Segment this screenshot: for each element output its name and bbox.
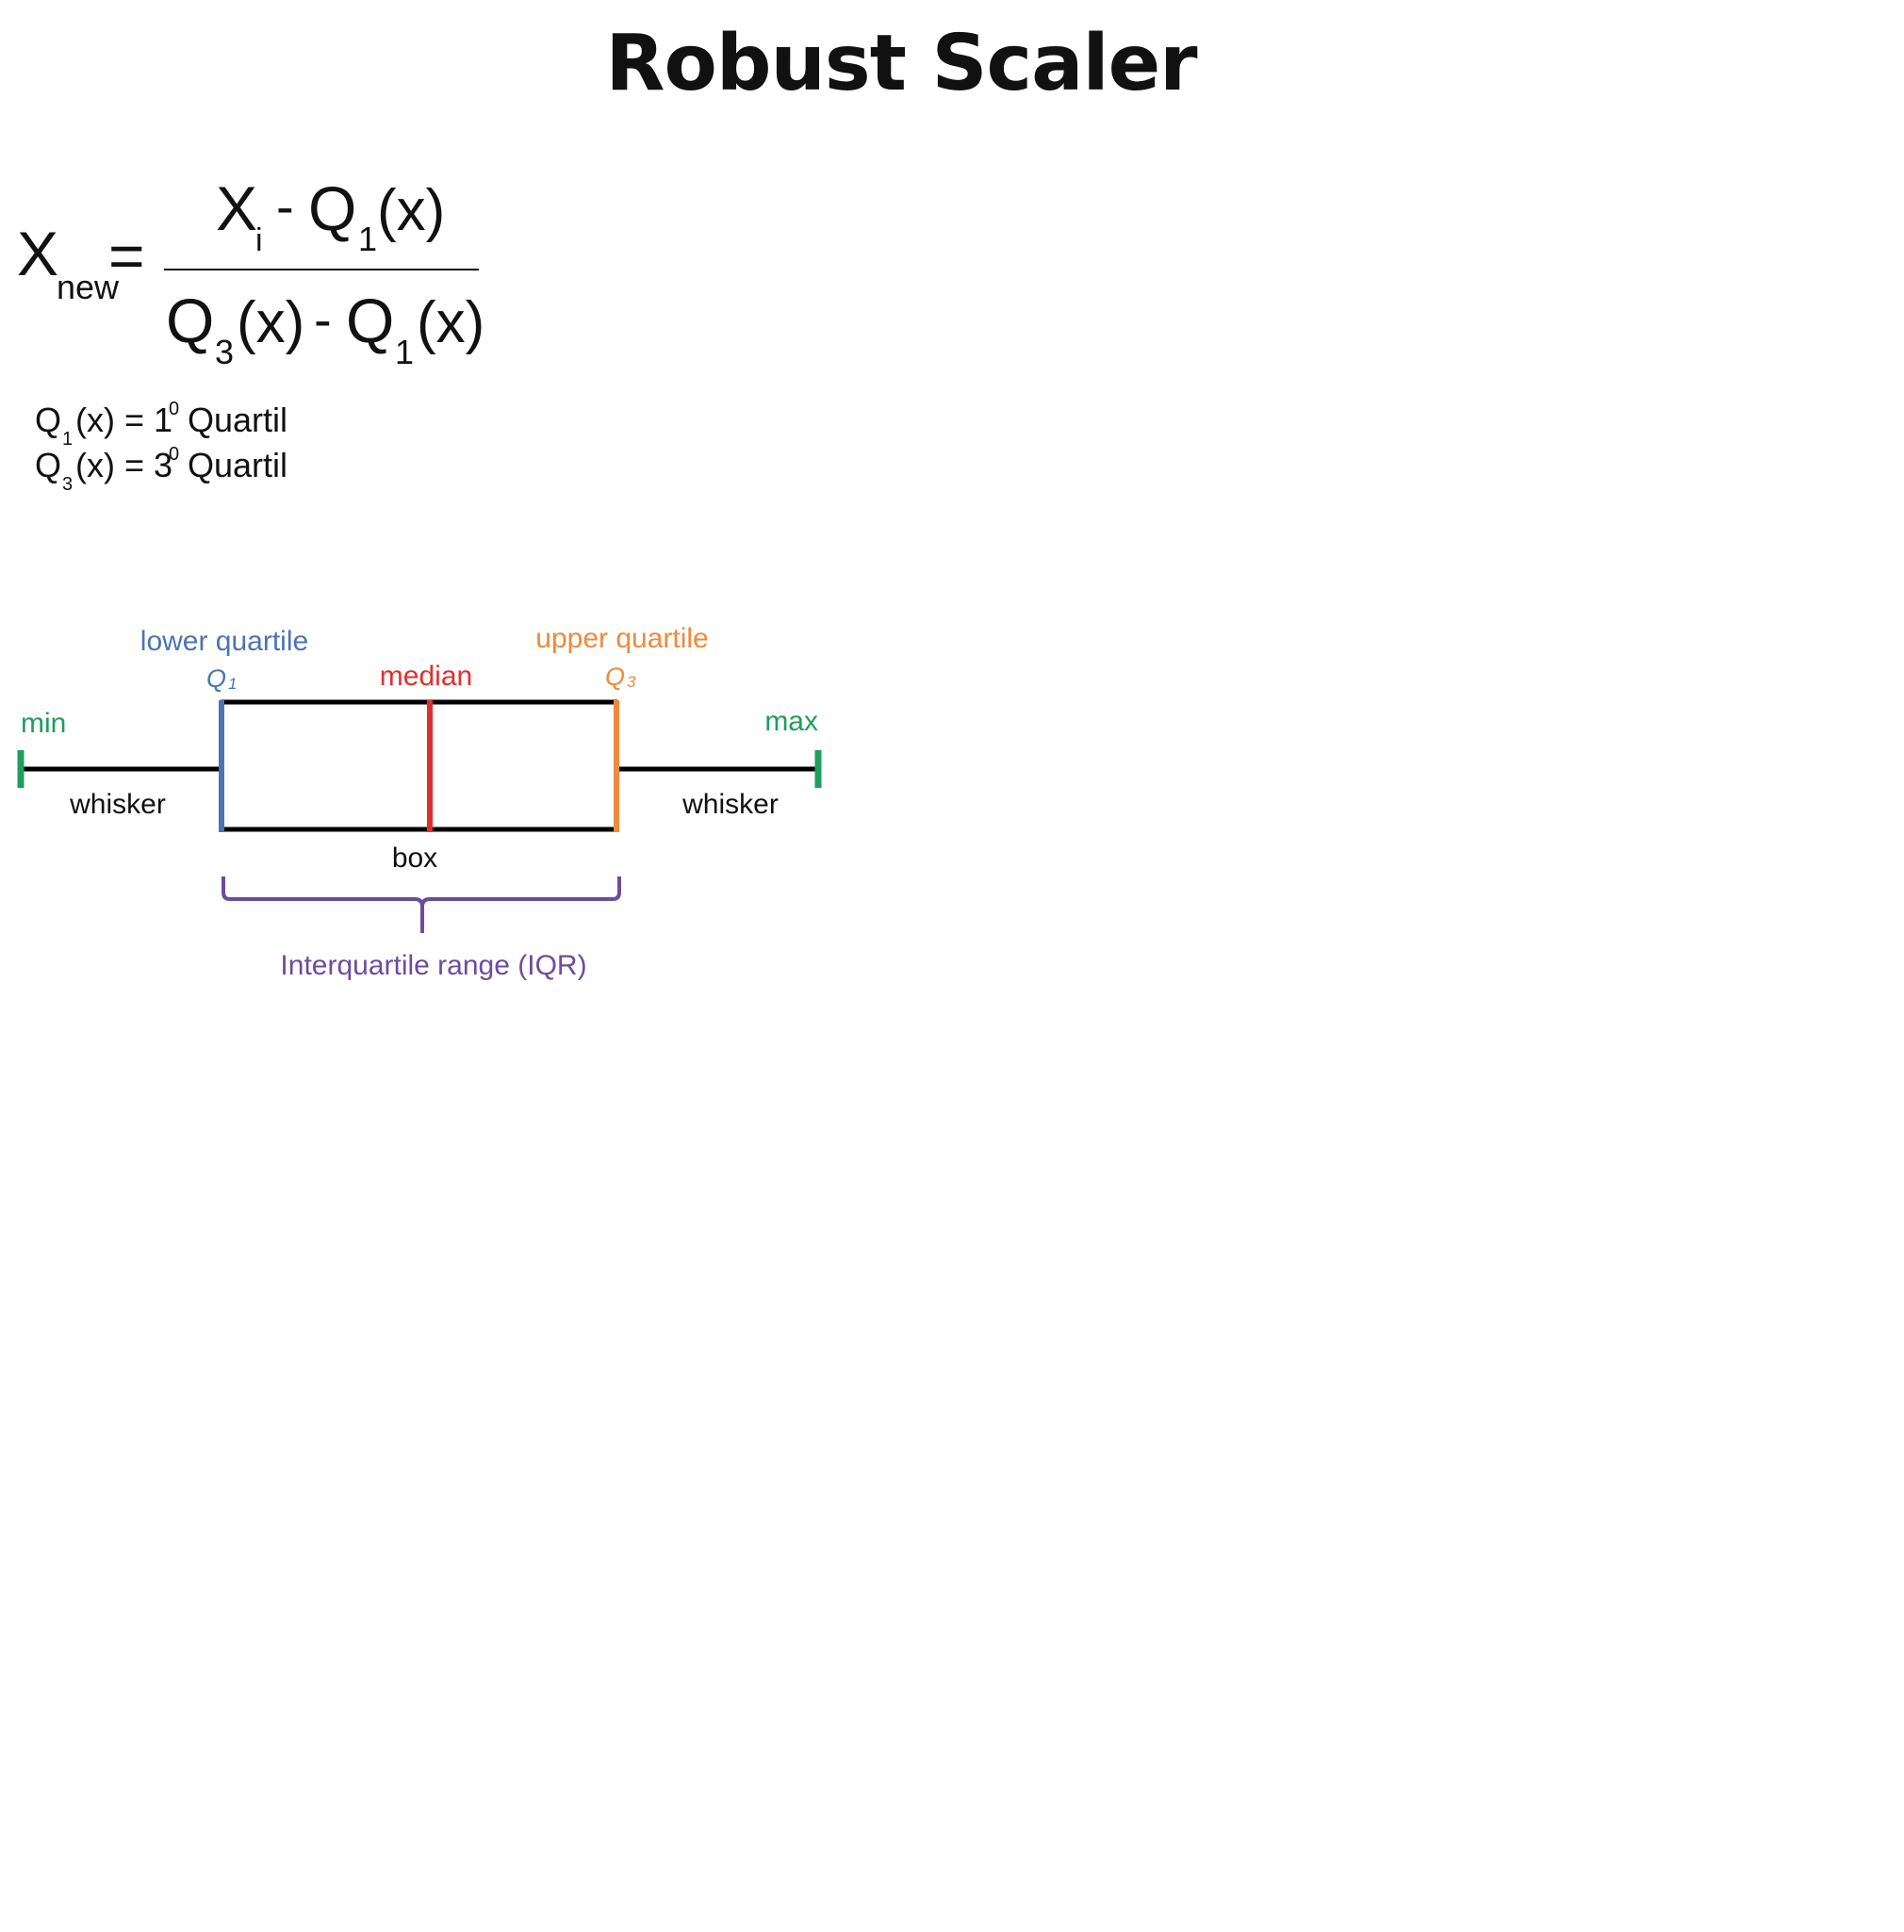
definition-q3: Q 3 (x) = 3 0 Quartil xyxy=(35,444,287,495)
box-label: box xyxy=(392,843,437,874)
definition-q3-word: Quartil xyxy=(188,446,287,484)
q1-label-subscript: 1 xyxy=(228,675,237,693)
denominator-q1-arg: (x) xyxy=(417,290,484,355)
definition-q3-subscript: 3 xyxy=(62,474,73,495)
definition-q1: Q 1 (x) = 1 0 Quartil xyxy=(35,399,287,450)
min-label: min xyxy=(21,708,66,739)
q3-label-subscript: 3 xyxy=(627,673,636,691)
robust-scaler-formula: X new = X i - Q 1 (x) Q 3 (x) - Q 1 (x) … xyxy=(17,173,484,495)
denominator-q3-subscript: 3 xyxy=(215,333,234,371)
definition-q3-superscript: 0 xyxy=(169,444,179,465)
formula-denominator: Q 3 (x) - Q 1 (x) xyxy=(166,286,484,371)
definition-q1-word: Quartil xyxy=(188,401,287,439)
right-whisker-label: whisker xyxy=(681,789,779,820)
iqr-brace xyxy=(222,876,621,933)
definition-q1-arg: (x) = 1 xyxy=(75,401,172,439)
formula-lhs-subscript: new xyxy=(57,268,120,306)
denominator-q3: Q xyxy=(166,286,214,355)
left-whisker-label: whisker xyxy=(69,789,166,820)
definition-q1-letter: Q xyxy=(35,401,61,439)
q1-label: Q xyxy=(206,664,226,693)
denominator-q3-arg: (x) xyxy=(237,290,304,355)
iqr-label: Interquartile range (IQR) xyxy=(280,950,586,981)
numerator-q-subscript: 1 xyxy=(358,220,377,258)
denominator-q1: Q xyxy=(346,286,394,355)
formula-lhs-x: X xyxy=(17,219,58,288)
definition-q1-subscript: 1 xyxy=(62,429,73,450)
definition-q3-arg: (x) = 3 xyxy=(75,446,172,484)
denominator-minus: - xyxy=(314,289,332,349)
max-label: max xyxy=(764,706,818,737)
numerator-minus: - xyxy=(276,176,294,236)
q3-label: Q xyxy=(605,663,625,691)
boxplot-diagram: lower quartile upper quartile median Q 1… xyxy=(17,623,822,981)
formula-numerator: X i - Q 1 (x) xyxy=(216,173,445,258)
definition-q3-letter: Q xyxy=(35,446,61,484)
upper-quartile-label: upper quartile xyxy=(535,623,708,654)
median-label: median xyxy=(380,661,472,692)
page-title: Robust Scaler xyxy=(605,19,1197,108)
numerator-x: X xyxy=(216,173,257,243)
denominator-q1-subscript: 1 xyxy=(395,333,414,371)
numerator-x-subscript: i xyxy=(255,222,263,258)
lower-quartile-label: lower quartile xyxy=(140,626,308,657)
definition-q1-superscript: 0 xyxy=(169,399,179,419)
formula-equals: = xyxy=(108,221,145,290)
numerator-q: Q xyxy=(308,173,356,243)
numerator-arg: (x) xyxy=(377,178,445,243)
